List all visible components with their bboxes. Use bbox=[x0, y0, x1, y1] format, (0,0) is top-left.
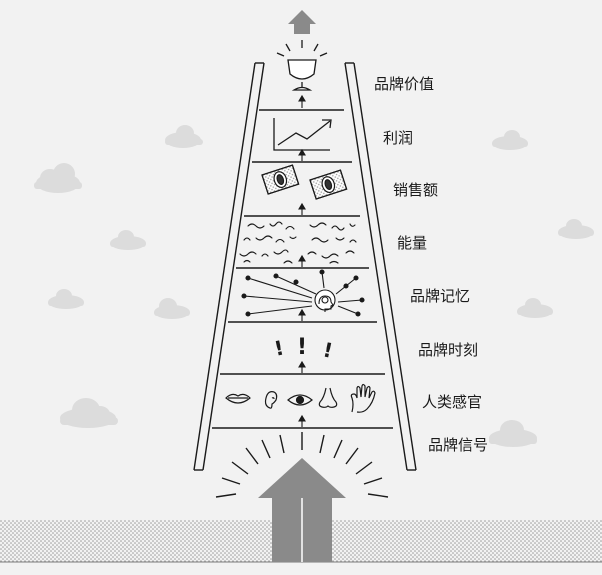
rising-chart-icon bbox=[273, 118, 332, 151]
cloud-icon bbox=[34, 163, 82, 193]
exclamation-mark-left: ! bbox=[272, 336, 286, 361]
small-up-arrow-icon bbox=[298, 308, 306, 321]
cloud-icon bbox=[60, 398, 118, 428]
cloud-icon bbox=[154, 298, 190, 319]
level-label-human-senses: 人类感官 bbox=[422, 393, 483, 411]
cloud-icon bbox=[492, 130, 528, 150]
small-up-arrow-icon bbox=[298, 414, 306, 427]
cloud-icon bbox=[558, 219, 594, 239]
cloud-icon bbox=[517, 298, 553, 318]
trophy-cup-icon bbox=[276, 40, 328, 91]
senses-icon bbox=[225, 383, 376, 413]
level-label-energy: 能量 bbox=[397, 234, 428, 252]
top-up-arrow-icon bbox=[288, 10, 316, 34]
level-label-brand-value: 品牌价值 bbox=[374, 75, 435, 93]
eye-icon bbox=[287, 394, 313, 406]
ladder-rungs bbox=[212, 109, 393, 429]
small-up-arrow-icon bbox=[298, 94, 306, 108]
ear-icon bbox=[264, 391, 278, 409]
money-bills-icon bbox=[261, 164, 348, 200]
small-up-arrow-icon bbox=[298, 148, 306, 161]
cloud-icon bbox=[489, 420, 537, 447]
mouth-icon bbox=[225, 393, 251, 404]
nose-icon bbox=[318, 387, 338, 408]
big-up-arrow-icon bbox=[215, 432, 389, 562]
cloud-icon bbox=[110, 230, 146, 250]
level-label-sales: 销售额 bbox=[393, 181, 439, 199]
brain-head-icon bbox=[241, 269, 365, 317]
level-label-brand-signal: 品牌信号 bbox=[428, 436, 489, 454]
radiating-rays bbox=[215, 432, 389, 498]
hand-icon bbox=[350, 383, 376, 413]
exclamation-mark-center: ! bbox=[297, 335, 307, 360]
small-up-arrow-icon bbox=[298, 202, 306, 215]
clouds bbox=[34, 125, 594, 447]
ladder-rails bbox=[193, 62, 417, 471]
level-label-brand-moment: 品牌时刻 bbox=[418, 341, 479, 359]
cloud-icon bbox=[165, 125, 203, 148]
squiggle-energy-icon bbox=[239, 221, 357, 264]
connector-arrows bbox=[298, 94, 306, 427]
exclamation-group: ! ! ! bbox=[272, 335, 335, 363]
small-up-arrow-icon bbox=[298, 254, 306, 267]
exclamation-mark-right: ! bbox=[321, 337, 335, 362]
small-up-arrow-icon bbox=[298, 360, 306, 373]
level-label-profit: 利润 bbox=[383, 129, 414, 147]
level-label-brand-memory: 品牌记忆 bbox=[410, 287, 471, 305]
cloud-icon bbox=[48, 289, 84, 309]
